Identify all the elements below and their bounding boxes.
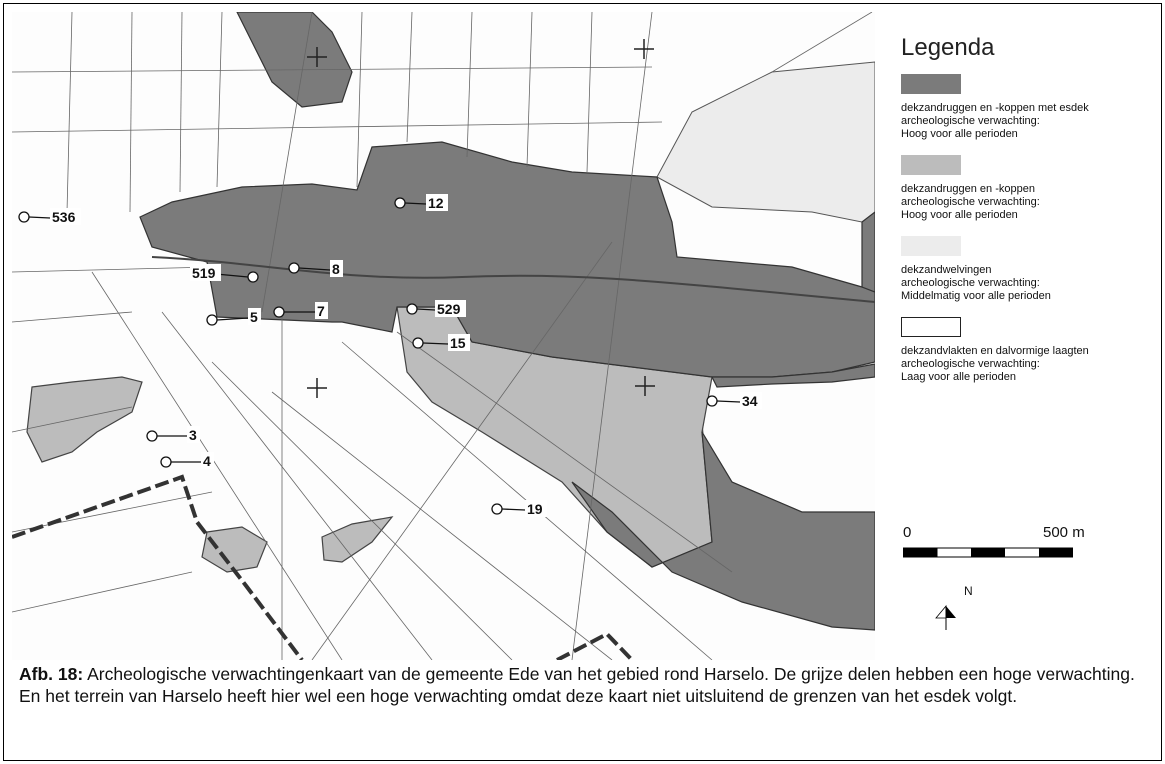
site-label-bg [525, 500, 547, 517]
legend-text-line: Laag voor alle perioden [901, 371, 1016, 383]
site-label: 519 [192, 265, 216, 281]
site-label: 7 [317, 303, 325, 319]
archaeological-map: 536 12 519 8 5 7 529 15 34 34 19 [12, 12, 875, 660]
site-circle [394, 197, 406, 209]
legend-item-vlakten: dekzandvlakten en dalvormige laagten arc… [899, 317, 1161, 384]
site-leader-line [416, 308, 436, 311]
site-label: 8 [332, 261, 340, 277]
legend-item-esdek: dekzandruggen en -koppen met esdek arche… [899, 74, 1161, 141]
site-label-bg [330, 260, 343, 277]
legend-text-line: Middelmatig voor alle perioden [901, 290, 1051, 302]
grid-crosses [307, 39, 655, 398]
site-marker-519: 519 [190, 264, 259, 283]
site-leader-line [298, 267, 331, 271]
legend-text-line: archeologische verwachting: [901, 115, 1040, 127]
north-arrow-icon [935, 604, 956, 630]
site-circle [146, 430, 158, 442]
site-label: 15 [450, 335, 466, 351]
legend-text-line: archeologische verwachting: [901, 277, 1040, 289]
site-leader-line [422, 342, 449, 345]
legend-text-line: archeologische verwachting: [901, 358, 1040, 370]
site-circle [206, 314, 218, 326]
legend-text-line: dekzandruggen en -koppen [901, 183, 1035, 195]
site-circle [273, 306, 285, 318]
caption-text: Archeologische verwachtingenkaart van de… [19, 664, 1135, 706]
site-marker-536: 536 [18, 208, 81, 225]
site-circle [247, 271, 259, 283]
legend-text-line: dekzandwelvingen [901, 264, 992, 276]
site-circle [288, 262, 300, 274]
scale-start-label: 0 [903, 524, 912, 541]
site-label: 3 [189, 427, 197, 443]
north-label: N [964, 584, 973, 598]
site-circle [491, 503, 503, 515]
site-label-bg [187, 426, 200, 443]
site-marker-19: 19 [491, 500, 547, 517]
site-marker-7: 7 [273, 302, 328, 319]
legend-item-welvingen: dekzandwelvingen archeologische verwacht… [899, 236, 1161, 303]
site-marker-3: 3 [146, 426, 200, 443]
site-label-bg [740, 392, 762, 409]
legend-text-line: Hoog voor alle perioden [901, 128, 1018, 140]
site-marker-15: 15 [412, 334, 470, 351]
site-marker-529: 529 [406, 300, 466, 317]
legend: Legenda dekzandruggen en -koppen met esd… [899, 34, 1161, 398]
site-leader-line [716, 400, 741, 403]
municipal-border [12, 474, 304, 660]
site-label-bg [448, 334, 470, 351]
legend-text-line: dekzandruggen en -koppen met esdek [901, 102, 1089, 114]
caption-prefix: Afb. 18: [19, 664, 84, 684]
legend-title: Legenda [901, 34, 995, 61]
figure-caption: Afb. 18: Archeologische verwachtingenkaa… [19, 663, 1159, 707]
site-marker-12: 12 [394, 194, 448, 211]
municipal-border-2 [556, 631, 634, 660]
site-label: 4 [203, 453, 211, 469]
legend-text-line: archeologische verwachting: [901, 196, 1040, 208]
site-leader-line [215, 273, 249, 278]
scale-segments [903, 547, 1073, 558]
legend-swatch-dark [901, 74, 961, 94]
site-label: 536 [52, 209, 76, 225]
zone-hoog-medium [26, 306, 713, 573]
north-arrow: N [934, 584, 984, 644]
site-leader-line [28, 216, 51, 219]
site-marker-5: 5 [206, 308, 261, 326]
site-label: 34 [742, 393, 758, 409]
site-marker-8: 8 [288, 260, 343, 277]
legend-text-line: dekzandvlakten en dalvormige laagten [901, 345, 1089, 357]
site-leader-line [501, 508, 526, 511]
legend-swatch-light [901, 236, 961, 256]
site-markers: 536 12 519 8 5 7 529 15 34 34 19 [18, 194, 762, 517]
site-circle [406, 303, 418, 315]
site-label-bg [190, 264, 221, 281]
legend-swatch-white [901, 317, 961, 337]
legend-swatch-medium [901, 155, 961, 175]
site-label-bg [248, 308, 261, 325]
site-circle [18, 211, 30, 223]
field-lines [12, 12, 873, 660]
site-label-bg [201, 452, 214, 469]
scale-end-label: 500 m [1043, 524, 1085, 541]
site-label: 529 [437, 301, 461, 317]
site-leader-line [404, 202, 427, 205]
legend-item-ruggen: dekzandruggen en -koppen archeologische … [899, 155, 1161, 222]
site-label-bg [426, 194, 448, 211]
site-label-bg [50, 208, 81, 225]
site-circle [160, 456, 172, 468]
scale-bar: 0 500 m [899, 524, 1129, 564]
site-label: 12 [428, 195, 444, 211]
legend-text-line: Hoog voor alle perioden [901, 209, 1018, 221]
site-circle [412, 337, 424, 349]
site-circle [706, 395, 718, 407]
site-marker-34: 34 [706, 392, 762, 409]
main-road [151, 256, 875, 303]
site-label: 19 [527, 501, 543, 517]
site-leader-line [216, 317, 249, 321]
site-marker-4: 4 [160, 452, 214, 469]
site-label-bg [315, 302, 328, 319]
site-label-bg [435, 300, 466, 317]
site-label: 5 [250, 309, 258, 325]
